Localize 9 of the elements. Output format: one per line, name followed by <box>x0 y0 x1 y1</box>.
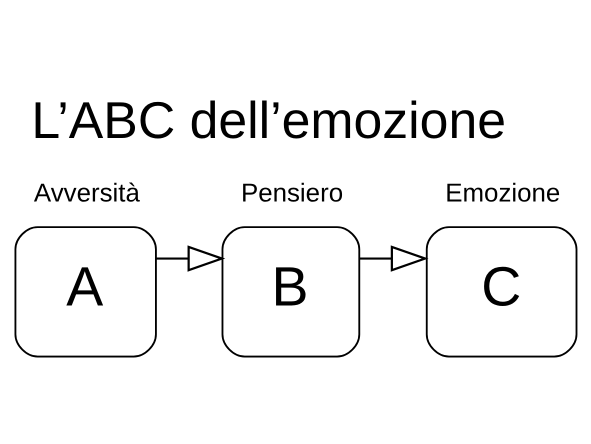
arrow <box>156 244 226 272</box>
arrow <box>360 244 429 272</box>
node-box: C <box>426 226 578 357</box>
node-label: Emozione <box>445 179 560 208</box>
node-label: Avversità <box>34 179 140 208</box>
node-box: B <box>222 226 360 357</box>
node-box: A <box>14 226 157 357</box>
node-label: Pensiero <box>240 179 344 208</box>
diagram-title: L’ABC dell’emozione <box>31 90 506 149</box>
